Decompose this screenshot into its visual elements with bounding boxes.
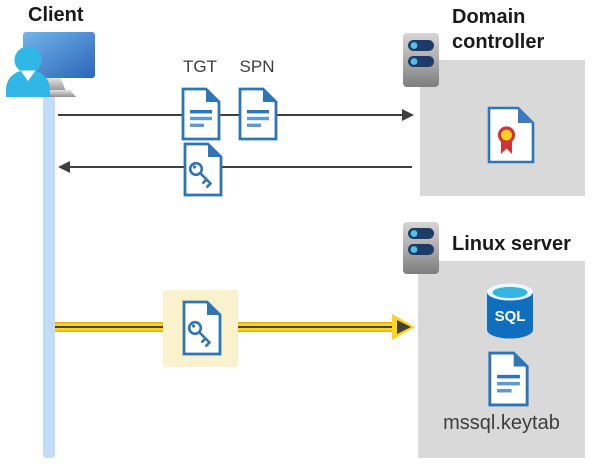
user-icon [6, 46, 50, 97]
client-workstation-icon [6, 32, 95, 97]
highlight-arrowhead-icon [392, 314, 415, 340]
sql-database-icon: SQL [487, 283, 533, 339]
tgt-document-icon [181, 87, 221, 141]
client-label: Client [28, 4, 84, 26]
keytab-document-icon [488, 351, 529, 407]
linux-server-icon [403, 222, 439, 274]
request-arrowhead-icon [402, 109, 414, 121]
keytab-file-label: mssql.keytab [443, 412, 560, 434]
response-arrow-line [69, 166, 412, 168]
linux-server-label: Linux server [452, 233, 571, 255]
response-arrowhead-icon [58, 161, 70, 173]
domain-controller-server-icon [403, 33, 439, 87]
sql-label: SQL [495, 308, 526, 325]
domain-controller-label: Domain controller [452, 6, 545, 53]
client-timeline-bar [43, 93, 55, 458]
spn-label: SPN [239, 57, 275, 76]
highlighted-key-document-icon [182, 300, 222, 356]
key-document-icon [183, 142, 223, 197]
certificate-document-icon [487, 106, 535, 164]
request-arrow-line [58, 114, 403, 116]
tgt-label: TGT [183, 57, 217, 76]
spn-document-icon [238, 87, 278, 141]
